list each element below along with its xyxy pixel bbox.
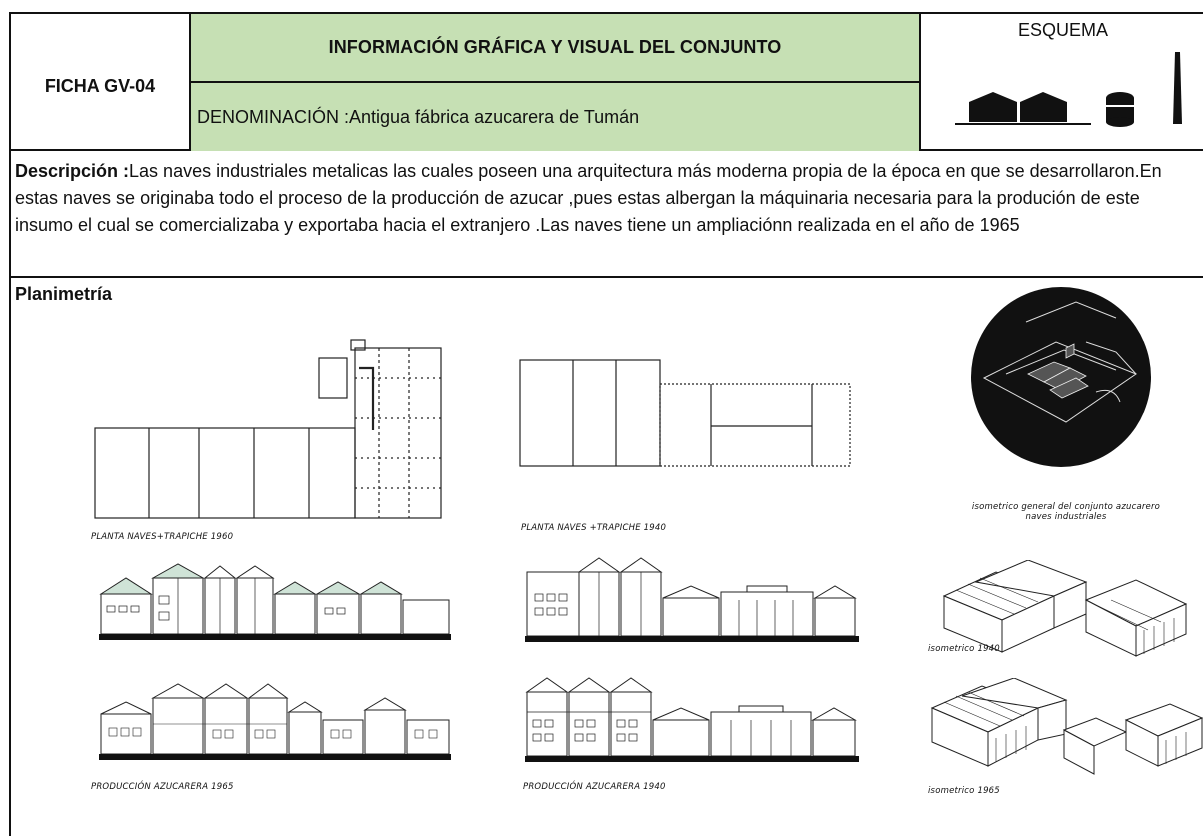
ficha-code: FICHA GV-04 bbox=[11, 14, 191, 151]
caption-prod-1940: PRODUCCIÓN AZUCARERA 1940 bbox=[523, 782, 666, 792]
isometric-1965 bbox=[930, 678, 1203, 775]
description-text: Las naves industriales metalicas las cua… bbox=[15, 161, 1162, 235]
denominacion: DENOMINACIÓN :Antigua fábrica azucarera … bbox=[191, 83, 921, 151]
floor-plan-1940 bbox=[519, 359, 851, 467]
elevation-1960-top bbox=[99, 563, 451, 640]
elevation-1965 bbox=[99, 683, 451, 760]
caption-plan-1960: PLANTA NAVES+TRAPICHE 1960 bbox=[91, 532, 234, 542]
sheds-icon bbox=[955, 92, 1091, 125]
caption-iso-general-line2: naves industriales bbox=[1025, 512, 1107, 522]
isometric-general-circle bbox=[971, 287, 1151, 467]
caption-plan-1940: PLANTA NAVES +TRAPICHE 1940 bbox=[521, 523, 667, 533]
caption-prod-1965: PRODUCCIÓN AZUCARERA 1965 bbox=[91, 782, 234, 792]
tank-icon bbox=[1106, 92, 1134, 127]
description-label: Descripción : bbox=[15, 161, 130, 181]
schema-cell: ESQUEMA bbox=[921, 14, 1203, 151]
caption-iso-1965: isometrico 1965 bbox=[928, 786, 1000, 796]
header-table: FICHA GV-04 INFORMACIÓN GRÁFICA Y VISUAL… bbox=[9, 12, 1203, 151]
isometric-1940 bbox=[942, 560, 1188, 657]
floor-plan-1960 bbox=[94, 339, 442, 519]
elevation-1940 bbox=[525, 677, 859, 762]
chimney-icon bbox=[1173, 52, 1182, 124]
caption-iso-1940: isometrico 1940 bbox=[928, 644, 1000, 654]
elevation-1940-top bbox=[525, 557, 859, 642]
planimetria-section: Planimetría PLANTA NAVES+TRAPIC bbox=[9, 278, 1203, 836]
description-section: Descripción :Las naves industriales meta… bbox=[9, 151, 1203, 278]
schema-title: ESQUEMA bbox=[1017, 20, 1109, 40]
sheet-title: INFORMACIÓN GRÁFICA Y VISUAL DEL CONJUNT… bbox=[191, 14, 921, 83]
planimetria-title: Planimetría bbox=[15, 284, 113, 304]
schema-icons bbox=[955, 52, 1182, 127]
caption-iso-general: isometrico general del conjunto azucarer… bbox=[926, 502, 1203, 522]
caption-iso-general-line1: isometrico general del conjunto azucarer… bbox=[971, 502, 1161, 512]
